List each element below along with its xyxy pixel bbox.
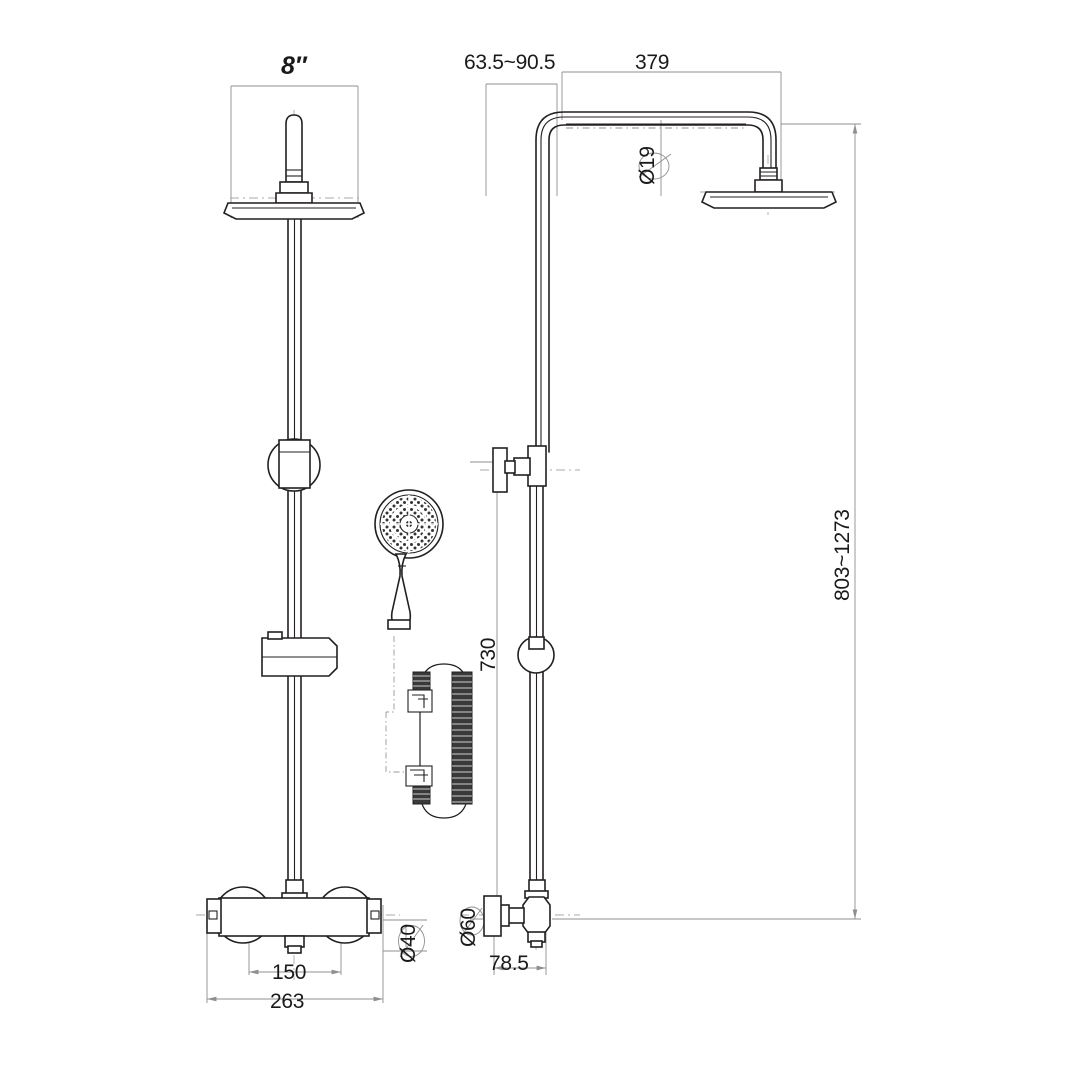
- dim-label-outlet-diameter: Ø40: [397, 924, 420, 963]
- dim-riser-height-frame: [470, 461, 520, 920]
- dim-arm-diameter-leader: [638, 120, 672, 196]
- dim-label-overall-height-range: 803~1273: [831, 509, 854, 601]
- front-view-group: [206, 114, 473, 954]
- hose-ribbed-body: [451, 671, 473, 805]
- hose-connector-lower: [405, 765, 433, 805]
- side-view-group: [483, 111, 838, 948]
- dim-label-arm-reach: 379: [635, 51, 670, 74]
- riser-rail-front: [287, 197, 302, 889]
- overhead-shower-head-side: [700, 167, 838, 209]
- spray-face-nozzles: [380, 495, 438, 553]
- thermostatic-mixer-side: [483, 879, 551, 948]
- dim-label-head-width: 8″: [281, 52, 307, 80]
- dim-side-top-frame: [485, 71, 782, 196]
- flexible-hose: [385, 636, 473, 819]
- dim-label-valve-depth: 78.5: [489, 952, 529, 975]
- dim-label-valve-escutcheon-diameter: Ø60: [457, 908, 480, 947]
- shower-arm-side: [535, 111, 777, 453]
- dim-label-outlet-spacing: 150: [272, 961, 307, 984]
- thermostatic-mixer-bar-front: [206, 879, 382, 954]
- dim-overall-height-frame: [552, 123, 861, 920]
- dim-label-arm-diameter: Ø19: [636, 146, 659, 185]
- wall-bracket-side: [492, 445, 547, 493]
- slider-diverter-side: [517, 636, 555, 674]
- dim-label-valve-body-width: 263: [270, 990, 305, 1013]
- overhead-shower-head-front: [222, 114, 366, 220]
- dim-head-width-frame: [230, 85, 359, 218]
- handset-holder-front: [261, 631, 338, 677]
- dim-label-wall-offset-range: 63.5~90.5: [464, 51, 556, 74]
- handheld-shower: [374, 489, 444, 630]
- hose-connector-upper: [407, 671, 433, 713]
- slider-diverter-front: [267, 438, 321, 492]
- dim-outlet-diameter-leader: [398, 924, 425, 958]
- dim-label-riser-height: 730: [477, 637, 500, 672]
